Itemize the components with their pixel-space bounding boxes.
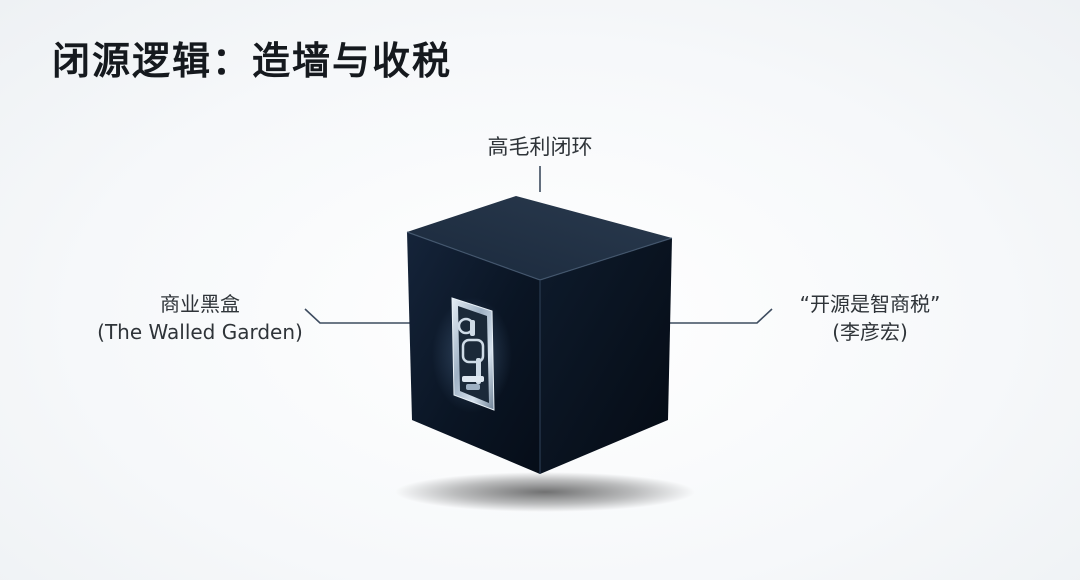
label-high-margin-loop: 高毛利闭环: [430, 133, 650, 161]
leader-line-left: [304, 308, 410, 324]
label-right-line1: “开源是智商税”: [799, 292, 941, 316]
slide-title: 闭源逻辑：造墙与收税: [52, 39, 453, 83]
label-top-text: 高毛利闭环: [487, 135, 593, 159]
label-left-line1: 商业黑盒: [160, 292, 240, 316]
label-left-line2: (The Walled Garden): [97, 320, 303, 344]
cube-shadow: [395, 472, 695, 512]
cube-side-face: [540, 238, 672, 474]
coin-slot-icon: [432, 297, 512, 413]
label-right-line2: (李彦宏): [832, 320, 908, 344]
label-open-source-quote: “开源是智商税” (李彦宏): [770, 290, 970, 346]
label-business-black-box: 商业黑盒 (The Walled Garden): [70, 290, 330, 346]
leader-line-right: [668, 308, 773, 324]
